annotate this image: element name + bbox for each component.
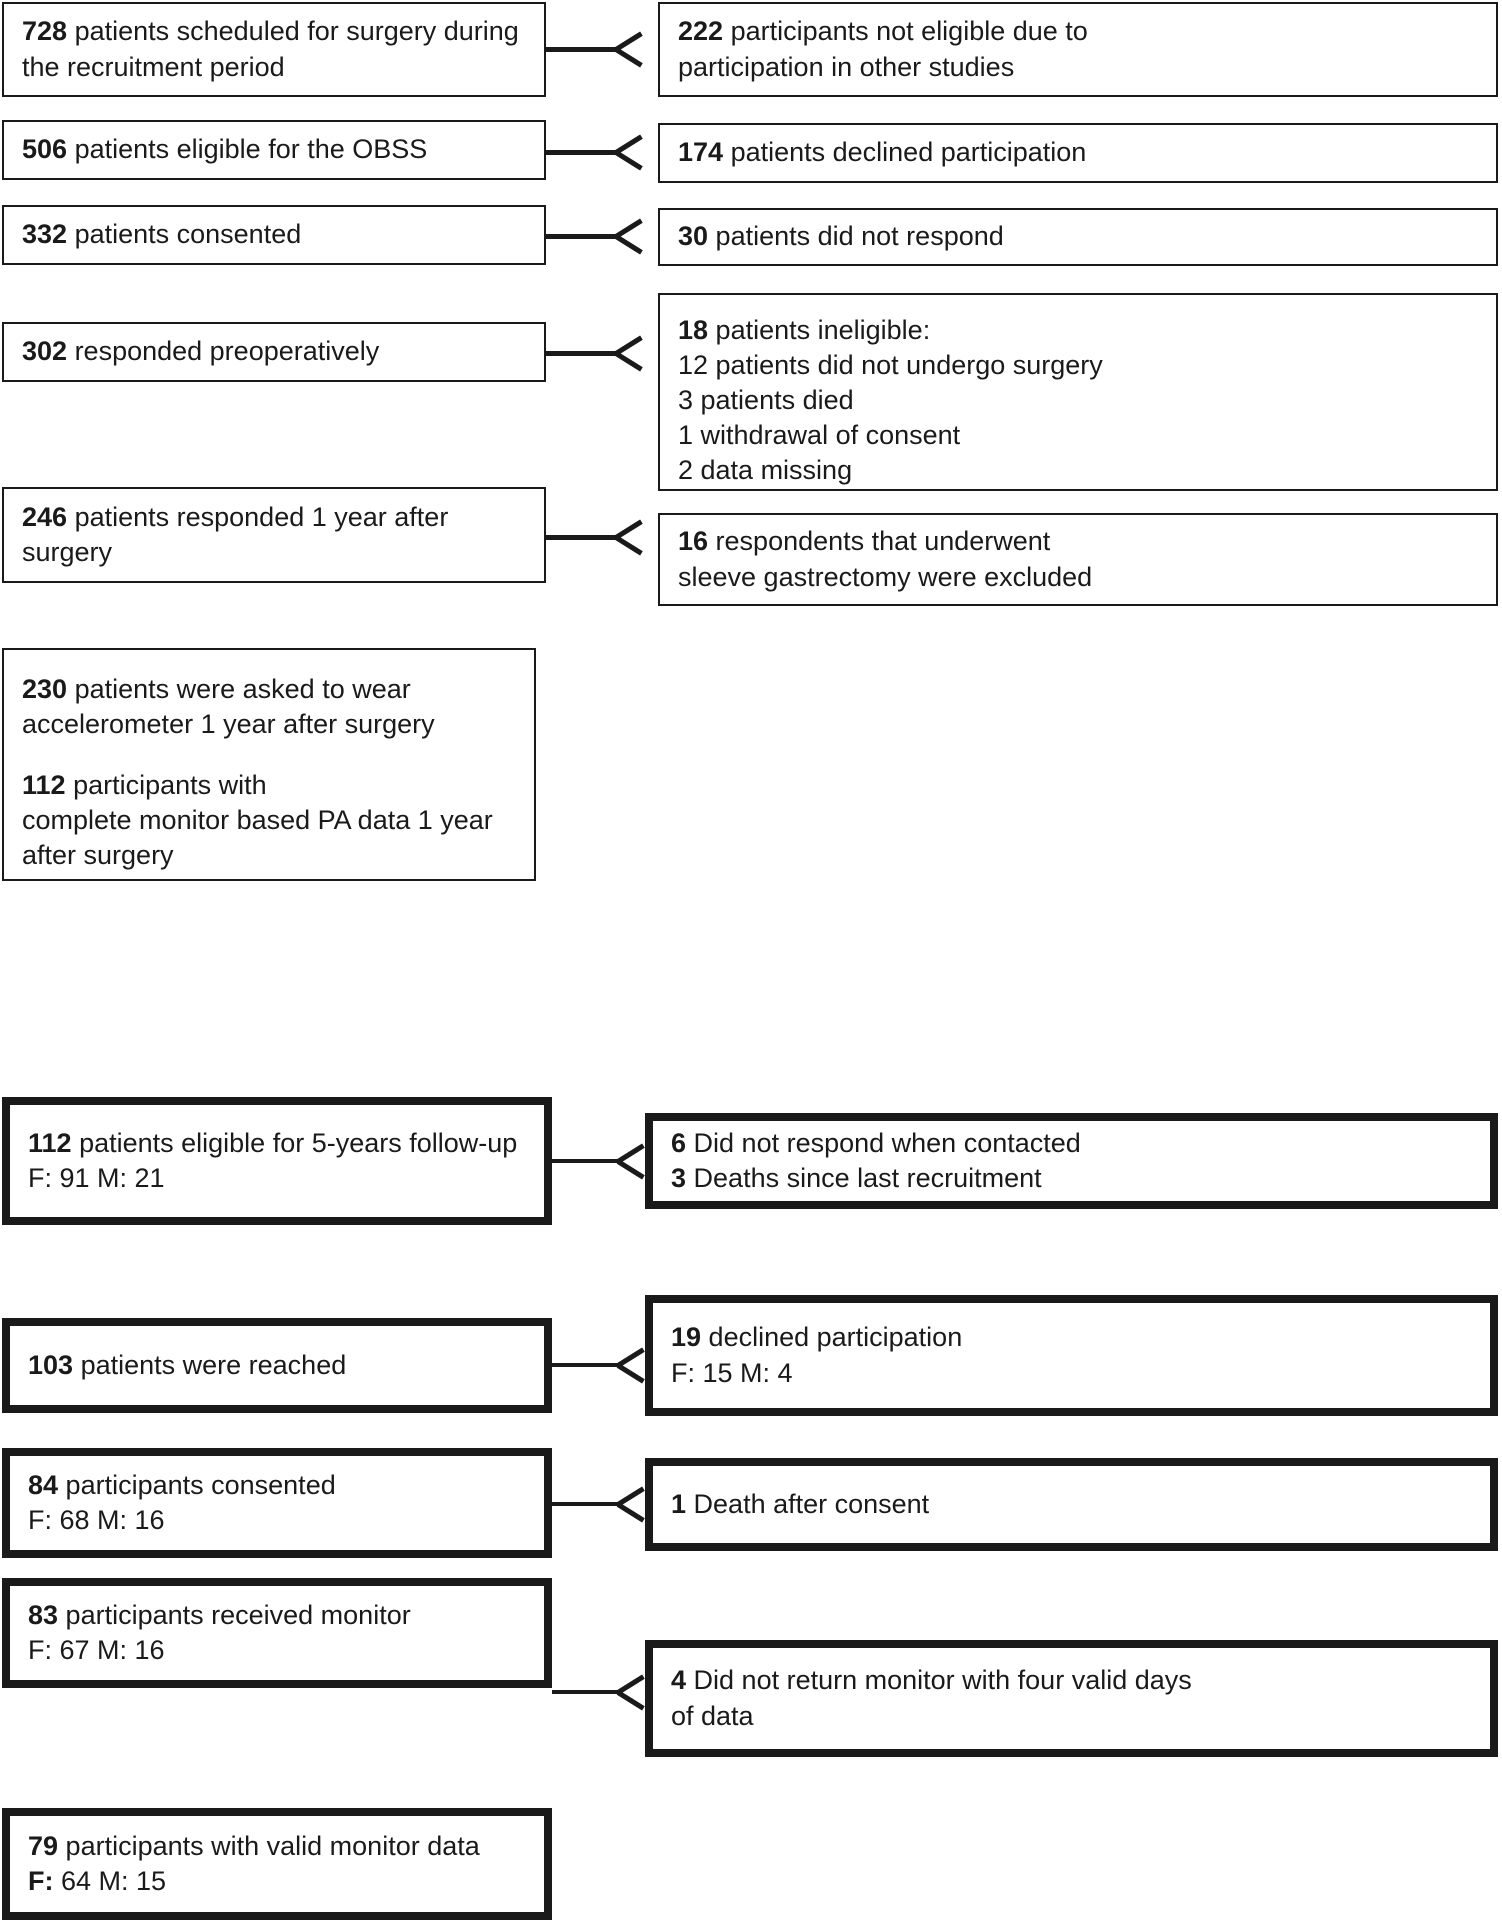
box-patients-ineligible-text-3: 1 withdrawal of consent <box>678 420 961 451</box>
box-declined-5-year-text-0: declined participation <box>701 1322 963 1353</box>
box-patients-ineligible-number-0: 18 <box>678 315 709 345</box>
box-accelerometer-text-4: complete monitor based PA data 1 year <box>22 804 493 835</box>
box-declined-5-year-text-1: F: 15 M: 4 <box>671 1357 793 1388</box>
box-accelerometer-number-0: 230 <box>22 674 68 704</box>
box-scheduled-number-0: 728 <box>22 16 68 47</box>
box-did-not-respond-number-0: 30 <box>678 221 709 252</box>
box-declined-participation-number-0: 174 <box>678 137 724 168</box>
box-patients-reached: 103 patients were reached <box>2 1318 552 1413</box>
box-sleeve-number-0: 16 <box>678 526 709 557</box>
box-scheduled-text-1: the recruitment period <box>22 51 285 82</box>
arrow-shaft <box>546 150 620 155</box>
box-scheduled: 728 patients scheduled for surgery durin… <box>2 2 546 97</box>
box-patients-ineligible-text-2: 3 patients died <box>678 385 854 416</box>
box-accelerometer-number-3: 112 <box>22 769 66 800</box>
box-no-response-text-1: Deaths since last recruitment <box>686 1163 1042 1193</box>
box-sleeve-text-0: respondents that underwent <box>708 526 1051 557</box>
box-not-eligible-text-1: participation in other studies <box>678 51 1015 82</box>
box-not-eligible-number-0: 222 <box>678 16 724 47</box>
box-patients-ineligible-text-1: 12 patients did not undergo surgery <box>678 350 1103 381</box>
arrow-shaft <box>552 1159 622 1163</box>
arrow-shaft <box>546 234 620 239</box>
box-death-after-consent: 1 Death after consent <box>645 1458 1498 1551</box>
box-did-not-respond-text-0: patients did not respond <box>708 221 1004 252</box>
box-valid-monitor-data: 79 participants with valid monitor data … <box>2 1808 552 1920</box>
arrow-shaft <box>552 1502 622 1506</box>
box-responded-preop-text-0: responded preoperatively <box>67 336 380 367</box>
box-scheduled-text-0: patients scheduled for surgery during <box>67 16 519 47</box>
box-declined-5-year-number-0: 19 <box>671 1322 702 1353</box>
box-not-eligible-other-studies: 222 participants not eligible due to par… <box>658 2 1498 97</box>
box-responded-1-year-text-0: patients responded 1 year after <box>67 501 449 532</box>
arrow-shaft <box>546 535 620 540</box>
box-responded-preop-number-0: 302 <box>22 336 68 367</box>
box-eligible-5-year: 112 patients eligible for 5-years follow… <box>2 1097 552 1225</box>
box-not-eligible-text-0: participants not eligible due to <box>723 16 1088 47</box>
box-received-monitor-text-1: F: 67 M: 16 <box>28 1635 165 1665</box>
box-valid-monitor-data-number-1: F: <box>28 1866 54 1896</box>
box-accelerometer-text-3: participants with <box>65 769 267 800</box>
box-monitor-not-returned-number-0: 4 <box>671 1665 687 1696</box>
box-monitor-not-returned: 4 Did not return monitor with four valid… <box>645 1640 1498 1757</box>
box-no-response-number-1: 3 <box>671 1163 687 1193</box>
arrow-shaft <box>552 1690 622 1694</box>
box-valid-monitor-data-text-0: participants with valid monitor data <box>58 1830 480 1861</box>
box-responded-1-year: 246 patients responded 1 year after surg… <box>2 487 546 583</box>
box-consented-number-0: 332 <box>22 219 68 250</box>
box-no-response-number-0: 6 <box>671 1127 687 1158</box>
box-death-after-consent-text-0: Death after consent <box>686 1488 930 1519</box>
arrow-shaft <box>546 351 620 356</box>
box-patients-ineligible-text-0: patients ineligible: <box>708 315 931 345</box>
box-patients-reached-number-0: 103 <box>28 1349 74 1380</box>
box-participants-consented-text-0: participants consented <box>58 1469 336 1500</box>
box-participants-consented-number-0: 84 <box>28 1469 59 1500</box>
box-monitor-not-returned-text-0: Did not return monitor with four valid d… <box>686 1665 1192 1696</box>
box-accelerometer-text-1: accelerometer 1 year after surgery <box>22 709 435 740</box>
box-accelerometer-text-5: after surgery <box>22 839 174 870</box>
box-did-not-respond: 30 patients did not respond <box>658 208 1498 266</box>
box-patients-ineligible-text-4: 2 data missing <box>678 455 853 486</box>
box-patients-reached-text-0: patients were reached <box>73 1349 347 1380</box>
box-accelerometer-text-0: patients were asked to wear <box>67 674 411 704</box>
box-received-monitor-text-0: participants received monitor <box>58 1599 411 1630</box>
box-responded-1-year-number-0: 246 <box>22 501 68 532</box>
box-eligible-5-year-text-0: patients eligible for 5-years follow-up <box>71 1127 518 1158</box>
box-participants-consented: 84 participants consented F: 68 M: 16 <box>2 1448 552 1558</box>
box-sleeve-gastrectomy-excluded: 16 respondents that underwent sleeve gas… <box>658 513 1498 606</box>
box-eligible-obss-number-0: 506 <box>22 134 68 165</box>
box-death-after-consent-number-0: 1 <box>671 1488 687 1519</box>
box-responded-1-year-text-1: surgery <box>22 537 113 567</box>
box-eligible-5-year-number-0: 112 <box>28 1127 72 1158</box>
box-declined-participation: 174 patients declined participation <box>658 123 1498 183</box>
box-valid-monitor-data-text-1: 64 M: 15 <box>53 1866 167 1896</box>
box-no-response-deaths: 6 Did not respond when contacted 3 Death… <box>645 1113 1498 1209</box>
box-no-response-text-0: Did not respond when contacted <box>686 1127 1081 1158</box>
box-eligible-obss: 506 patients eligible for the OBSS <box>2 120 546 180</box>
box-accelerometer-gap <box>22 742 518 768</box>
box-received-monitor-number-0: 83 <box>28 1599 59 1630</box>
box-responded-preop: 302 responded preoperatively <box>2 322 546 382</box>
box-declined-5-year: 19 declined participation F: 15 M: 4 <box>645 1295 1498 1416</box>
arrow-shaft <box>552 1363 622 1367</box>
box-valid-monitor-data-number-0: 79 <box>28 1830 59 1861</box>
box-accelerometer-asked: 230 patients were asked to wear accelero… <box>2 648 536 881</box>
box-received-monitor: 83 participants received monitor F: 67 M… <box>2 1578 552 1688</box>
box-patients-ineligible: 18 patients ineligible: 12 patients did … <box>658 293 1498 491</box>
arrow-shaft <box>546 47 620 52</box>
box-eligible-5-year-text-1: F: 91 M: 21 <box>28 1163 165 1193</box>
box-consented: 332 patients consented <box>2 205 546 265</box>
box-monitor-not-returned-text-1: of data <box>671 1700 754 1731</box>
box-participants-consented-text-1: F: 68 M: 16 <box>28 1505 165 1535</box>
box-consented-text-0: patients consented <box>67 219 302 250</box>
box-declined-participation-text-0: patients declined participation <box>723 137 1087 168</box>
box-eligible-obss-text-0: patients eligible for the OBSS <box>67 134 428 165</box>
box-sleeve-text-1: sleeve gastrectomy were excluded <box>678 561 1093 592</box>
